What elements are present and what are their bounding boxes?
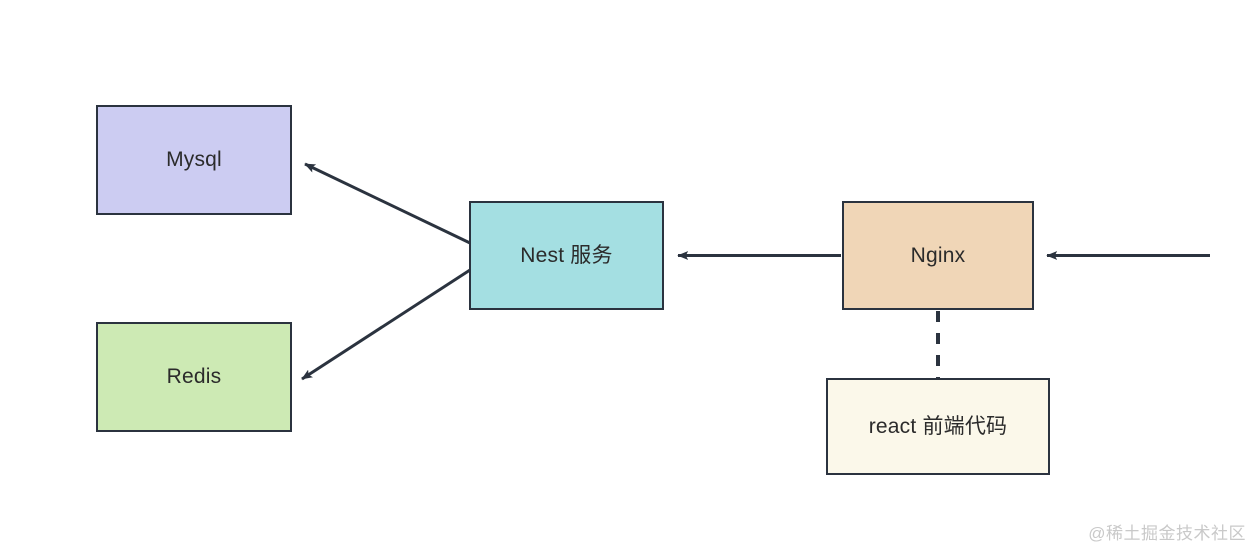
node-nginx[interactable]: Nginx — [842, 201, 1034, 310]
node-react-frontend-label: react 前端代码 — [868, 414, 1008, 438]
edge-nest-to-redis — [301, 268, 471, 381]
node-mysql-label: Mysql — [166, 148, 222, 172]
node-mysql[interactable]: Mysql — [96, 105, 292, 215]
edge-nest-to-mysql — [304, 162, 471, 245]
node-redis-label: Redis — [166, 365, 222, 389]
node-nest-service[interactable]: Nest 服务 — [469, 201, 664, 310]
node-nest-service-label: Nest 服务 — [520, 243, 613, 267]
watermark: @稀土掘金技术社区 — [1088, 524, 1246, 543]
node-react-frontend[interactable]: react 前端代码 — [826, 378, 1050, 475]
node-nginx-label: Nginx — [910, 243, 966, 267]
node-redis[interactable]: Redis — [96, 322, 292, 432]
